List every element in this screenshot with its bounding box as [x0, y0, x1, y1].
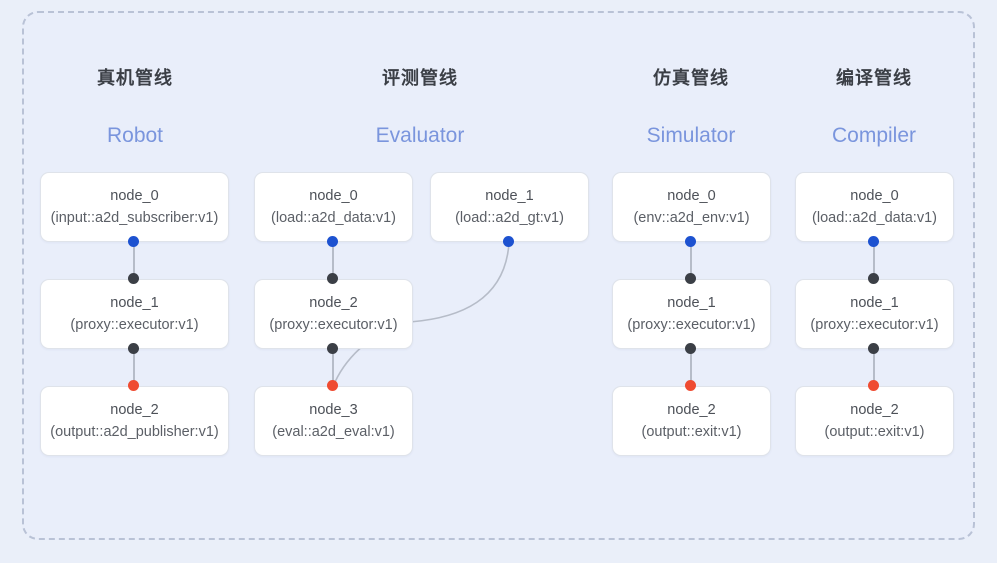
column-subtitle-simulator: Simulator — [646, 124, 736, 147]
node-simulator-2[interactable]: node_2 (output::exit:v1) — [612, 386, 771, 456]
node-name: node_0 — [110, 187, 159, 204]
node-spec: (env::a2d_env:v1) — [633, 210, 750, 226]
node-name: node_0 — [309, 187, 358, 204]
edge-c2-r1 — [332, 241, 334, 279]
node-name: node_3 — [309, 401, 358, 418]
node-spec: (load::a2d_data:v1) — [812, 210, 937, 226]
node-name: node_1 — [485, 187, 534, 204]
node-spec: (output::exit:v1) — [641, 424, 742, 440]
port-input-dot[interactable] — [868, 273, 879, 284]
column-title-compiler: 编译管线 — [836, 68, 912, 88]
node-compiler-1[interactable]: node_1 (proxy::executor:v1) — [795, 279, 954, 349]
node-spec: (load::a2d_gt:v1) — [455, 210, 564, 226]
node-name: node_0 — [850, 187, 899, 204]
edge-c3-r1 — [690, 241, 692, 279]
node-name: node_1 — [850, 294, 899, 311]
node-spec: (input::a2d_subscriber:v1) — [50, 210, 219, 226]
node-name: node_2 — [309, 294, 358, 311]
node-name: node_2 — [667, 401, 716, 418]
node-simulator-0[interactable]: node_0 (env::a2d_env:v1) — [612, 172, 771, 242]
node-evaluator-gt[interactable]: node_1 (load::a2d_gt:v1) — [430, 172, 589, 242]
column-title-evaluator: 评测管线 — [382, 68, 458, 88]
port-output-dot[interactable] — [685, 236, 696, 247]
port-terminal-dot[interactable] — [868, 380, 879, 391]
node-robot-1[interactable]: node_1 (proxy::executor:v1) — [40, 279, 229, 349]
port-output-dot[interactable] — [128, 236, 139, 247]
node-spec: (output::a2d_publisher:v1) — [50, 424, 219, 440]
node-evaluator-2[interactable]: node_2 (proxy::executor:v1) — [254, 279, 413, 349]
node-evaluator-3[interactable]: node_3 (eval::a2d_eval:v1) — [254, 386, 413, 456]
edge-c1-r2 — [133, 348, 135, 386]
port-input-dot[interactable] — [685, 273, 696, 284]
node-compiler-0[interactable]: node_0 (load::a2d_data:v1) — [795, 172, 954, 242]
node-name: node_2 — [850, 401, 899, 418]
node-simulator-1[interactable]: node_1 (proxy::executor:v1) — [612, 279, 771, 349]
port-output-dot[interactable] — [327, 236, 338, 247]
node-compiler-2[interactable]: node_2 (output::exit:v1) — [795, 386, 954, 456]
node-spec: (output::exit:v1) — [824, 424, 925, 440]
node-spec: (proxy::executor:v1) — [810, 317, 939, 333]
edge-c1-r1 — [133, 241, 135, 279]
node-name: node_1 — [667, 294, 716, 311]
node-spec: (proxy::executor:v1) — [627, 317, 756, 333]
column-subtitle-evaluator: Evaluator — [375, 124, 465, 147]
node-name: node_0 — [667, 187, 716, 204]
edge-c4-r1 — [873, 241, 875, 279]
port-output-dot[interactable] — [868, 236, 879, 247]
diagram-frame — [22, 11, 975, 540]
port-output-dot-gt[interactable] — [503, 236, 514, 247]
node-spec: (proxy::executor:v1) — [70, 317, 199, 333]
column-title-robot: 真机管线 — [97, 68, 173, 88]
node-robot-0[interactable]: node_0 (input::a2d_subscriber:v1) — [40, 172, 229, 242]
node-evaluator-0[interactable]: node_0 (load::a2d_data:v1) — [254, 172, 413, 242]
column-subtitle-compiler: Compiler — [831, 124, 917, 147]
port-input-dot[interactable] — [327, 273, 338, 284]
port-output-dot[interactable] — [327, 343, 338, 354]
edge-c3-r2 — [690, 348, 692, 386]
edge-c4-r2 — [873, 348, 875, 386]
node-spec: (proxy::executor:v1) — [269, 317, 398, 333]
column-subtitle-robot: Robot — [106, 124, 164, 147]
port-terminal-dot[interactable] — [685, 380, 696, 391]
edge-c2-r2 — [332, 348, 334, 386]
node-robot-2[interactable]: node_2 (output::a2d_publisher:v1) — [40, 386, 229, 456]
node-spec: (load::a2d_data:v1) — [271, 210, 396, 226]
port-terminal-dot[interactable] — [128, 380, 139, 391]
column-title-simulator: 仿真管线 — [653, 68, 729, 88]
port-output-dot[interactable] — [685, 343, 696, 354]
port-output-dot[interactable] — [868, 343, 879, 354]
port-terminal-dot[interactable] — [327, 380, 338, 391]
node-spec: (eval::a2d_eval:v1) — [272, 424, 395, 440]
port-output-dot[interactable] — [128, 343, 139, 354]
port-input-dot[interactable] — [128, 273, 139, 284]
node-name: node_2 — [110, 401, 159, 418]
node-name: node_1 — [110, 294, 159, 311]
